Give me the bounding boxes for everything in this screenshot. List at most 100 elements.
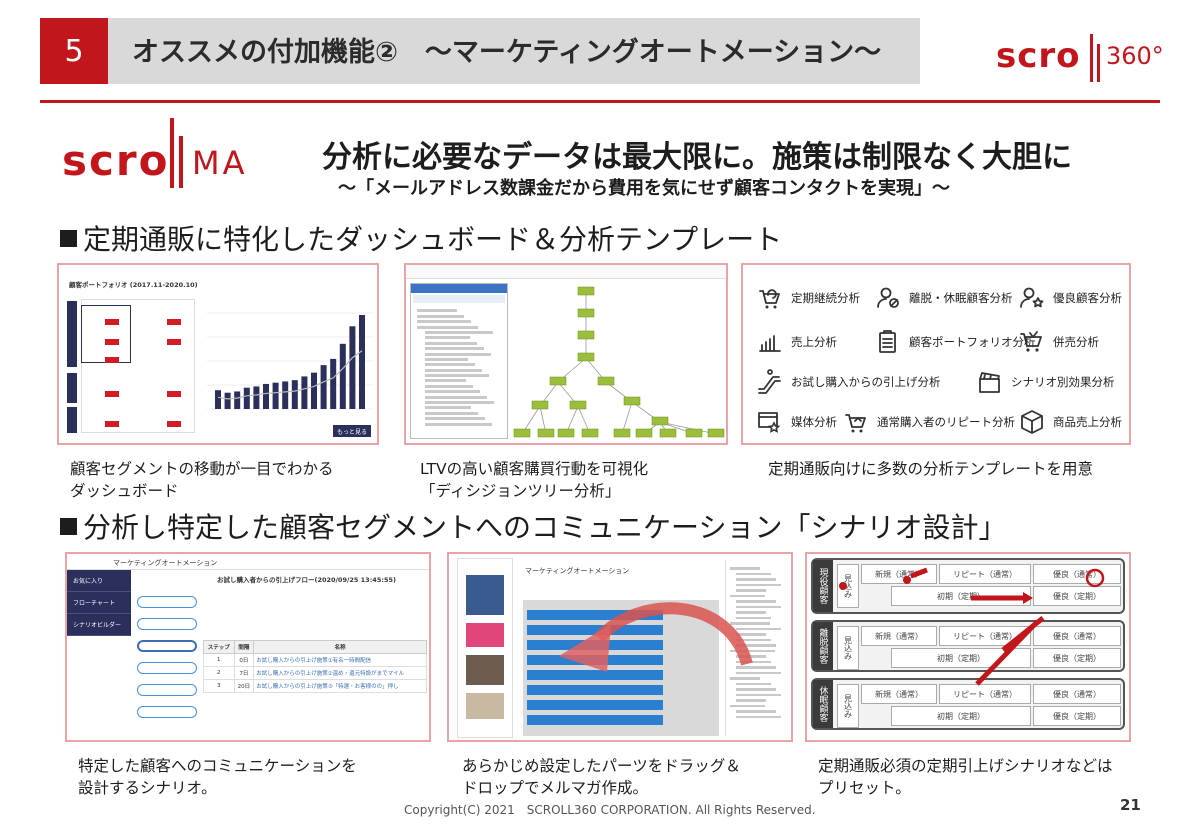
step-button-6[interactable] xyxy=(137,706,197,718)
scenario-cell[interactable]: 見込み xyxy=(837,684,859,728)
scenario-cell[interactable]: リピート（通常） xyxy=(939,564,1031,584)
tree-sidebar-item[interactable] xyxy=(425,379,466,383)
parts-item[interactable] xyxy=(736,572,771,575)
parts-item[interactable] xyxy=(736,605,781,608)
tree-sidebar-item[interactable] xyxy=(425,384,473,388)
tree-node[interactable] xyxy=(613,428,631,438)
tree-node[interactable] xyxy=(557,428,575,438)
parts-item[interactable] xyxy=(736,583,781,586)
sidebar-item-favorites[interactable]: お気に入り xyxy=(67,570,131,592)
scenario-cell[interactable]: リピート（通常） xyxy=(939,684,1031,704)
tree-sidebar-item[interactable] xyxy=(417,314,464,318)
tree-node[interactable] xyxy=(513,428,531,438)
mail-block[interactable] xyxy=(527,670,663,680)
parts-item[interactable] xyxy=(736,627,781,630)
tree-sidebar-item[interactable] xyxy=(425,406,471,410)
parts-item[interactable] xyxy=(736,682,771,685)
tree-node[interactable] xyxy=(577,308,595,318)
parts-item[interactable] xyxy=(736,693,781,696)
tree-node[interactable] xyxy=(537,428,555,438)
mail-block[interactable] xyxy=(527,610,663,620)
tree-node[interactable] xyxy=(549,376,567,386)
parts-item[interactable] xyxy=(736,688,776,691)
scenario-cell[interactable]: 初期（定期） xyxy=(891,586,1031,606)
tree-sidebar-item[interactable] xyxy=(425,411,478,415)
parts-item[interactable] xyxy=(736,616,771,619)
step-button-4[interactable] xyxy=(137,662,197,674)
step-button-1[interactable] xyxy=(137,596,197,608)
parts-item[interactable] xyxy=(736,644,776,647)
tree-node[interactable] xyxy=(623,396,641,406)
step-button-3[interactable] xyxy=(137,640,197,652)
tree-sidebar-item[interactable] xyxy=(425,401,494,405)
mail-block[interactable] xyxy=(527,625,663,635)
parts-item[interactable] xyxy=(736,666,776,669)
scenario-cell[interactable]: 優良（通常） xyxy=(1033,626,1121,646)
tree-sidebar-item[interactable] xyxy=(417,320,471,324)
parts-item[interactable] xyxy=(730,567,760,570)
mail-block[interactable] xyxy=(527,700,663,710)
scenario-cell[interactable]: 新規（通常） xyxy=(861,564,937,584)
scenario-cell[interactable]: 優良（定期） xyxy=(1033,586,1121,606)
tree-node[interactable] xyxy=(707,428,725,438)
tree-node[interactable] xyxy=(597,376,615,386)
mail-block[interactable] xyxy=(527,685,663,695)
tree-sidebar-item[interactable] xyxy=(417,309,457,313)
tree-node[interactable] xyxy=(685,428,703,438)
tree-sidebar-item[interactable] xyxy=(425,417,485,421)
parts-item[interactable] xyxy=(730,622,770,625)
scenario-cell[interactable]: 見込み xyxy=(837,564,859,608)
step-button-2[interactable] xyxy=(137,618,197,630)
parts-item[interactable] xyxy=(736,589,766,592)
tree-sidebar-item[interactable] xyxy=(425,352,491,356)
scenario-cell[interactable]: 見込み xyxy=(837,626,859,670)
scenario-cell[interactable]: 優良（通常） xyxy=(1033,564,1121,584)
tree-node[interactable] xyxy=(577,286,595,296)
parts-item[interactable] xyxy=(730,594,765,597)
parts-item[interactable] xyxy=(736,611,766,614)
tree-sidebar-item[interactable] xyxy=(425,347,484,351)
tree-sidebar-item[interactable] xyxy=(425,330,493,334)
tree-sidebar-item[interactable] xyxy=(425,336,470,340)
step-button-5[interactable] xyxy=(137,684,197,696)
tree-sidebar-item[interactable] xyxy=(425,341,477,345)
parts-item[interactable] xyxy=(736,710,776,713)
tree-node[interactable] xyxy=(659,428,677,438)
parts-item[interactable] xyxy=(736,638,771,641)
scenario-cell[interactable]: 初期（定期） xyxy=(891,706,1031,726)
parts-item[interactable] xyxy=(730,677,760,680)
tree-sidebar-item[interactable] xyxy=(425,390,480,394)
tree-sidebar-item[interactable] xyxy=(425,363,475,367)
sidebar-item-flowchart[interactable]: フローチャート xyxy=(67,592,131,614)
scenario-cell[interactable]: リピート（通常） xyxy=(939,626,1031,646)
tree-sidebar-item[interactable] xyxy=(425,357,468,361)
tree-sidebar-item[interactable] xyxy=(417,325,478,329)
tree-node[interactable] xyxy=(577,330,595,340)
parts-item[interactable] xyxy=(736,633,766,636)
tree-sidebar-item[interactable] xyxy=(425,368,482,372)
parts-item[interactable] xyxy=(730,704,765,707)
scenario-cell[interactable]: 新規（通常） xyxy=(861,626,937,646)
parts-item[interactable] xyxy=(736,655,766,658)
tree-node[interactable] xyxy=(577,352,595,362)
parts-item[interactable] xyxy=(730,649,775,652)
scenario-cell[interactable]: 優良（通常） xyxy=(1033,684,1121,704)
tree-node[interactable] xyxy=(569,400,587,410)
tree-node[interactable] xyxy=(531,400,549,410)
mail-block[interactable] xyxy=(527,715,663,725)
parts-item[interactable] xyxy=(736,600,776,603)
parts-item[interactable] xyxy=(736,578,776,581)
scenario-cell[interactable]: 新規（通常） xyxy=(861,684,937,704)
tree-sidebar-item[interactable] xyxy=(425,395,487,399)
parts-item[interactable] xyxy=(736,699,766,702)
sidebar-item-scenario-builder[interactable]: シナリオビルダー xyxy=(67,614,131,636)
tree-node[interactable] xyxy=(651,416,669,426)
parts-item[interactable] xyxy=(736,671,781,674)
parts-item[interactable] xyxy=(736,660,771,663)
scenario-cell[interactable]: 優良（定期） xyxy=(1033,648,1121,668)
tree-sidebar-item[interactable] xyxy=(425,374,489,378)
parts-item[interactable] xyxy=(736,715,781,718)
